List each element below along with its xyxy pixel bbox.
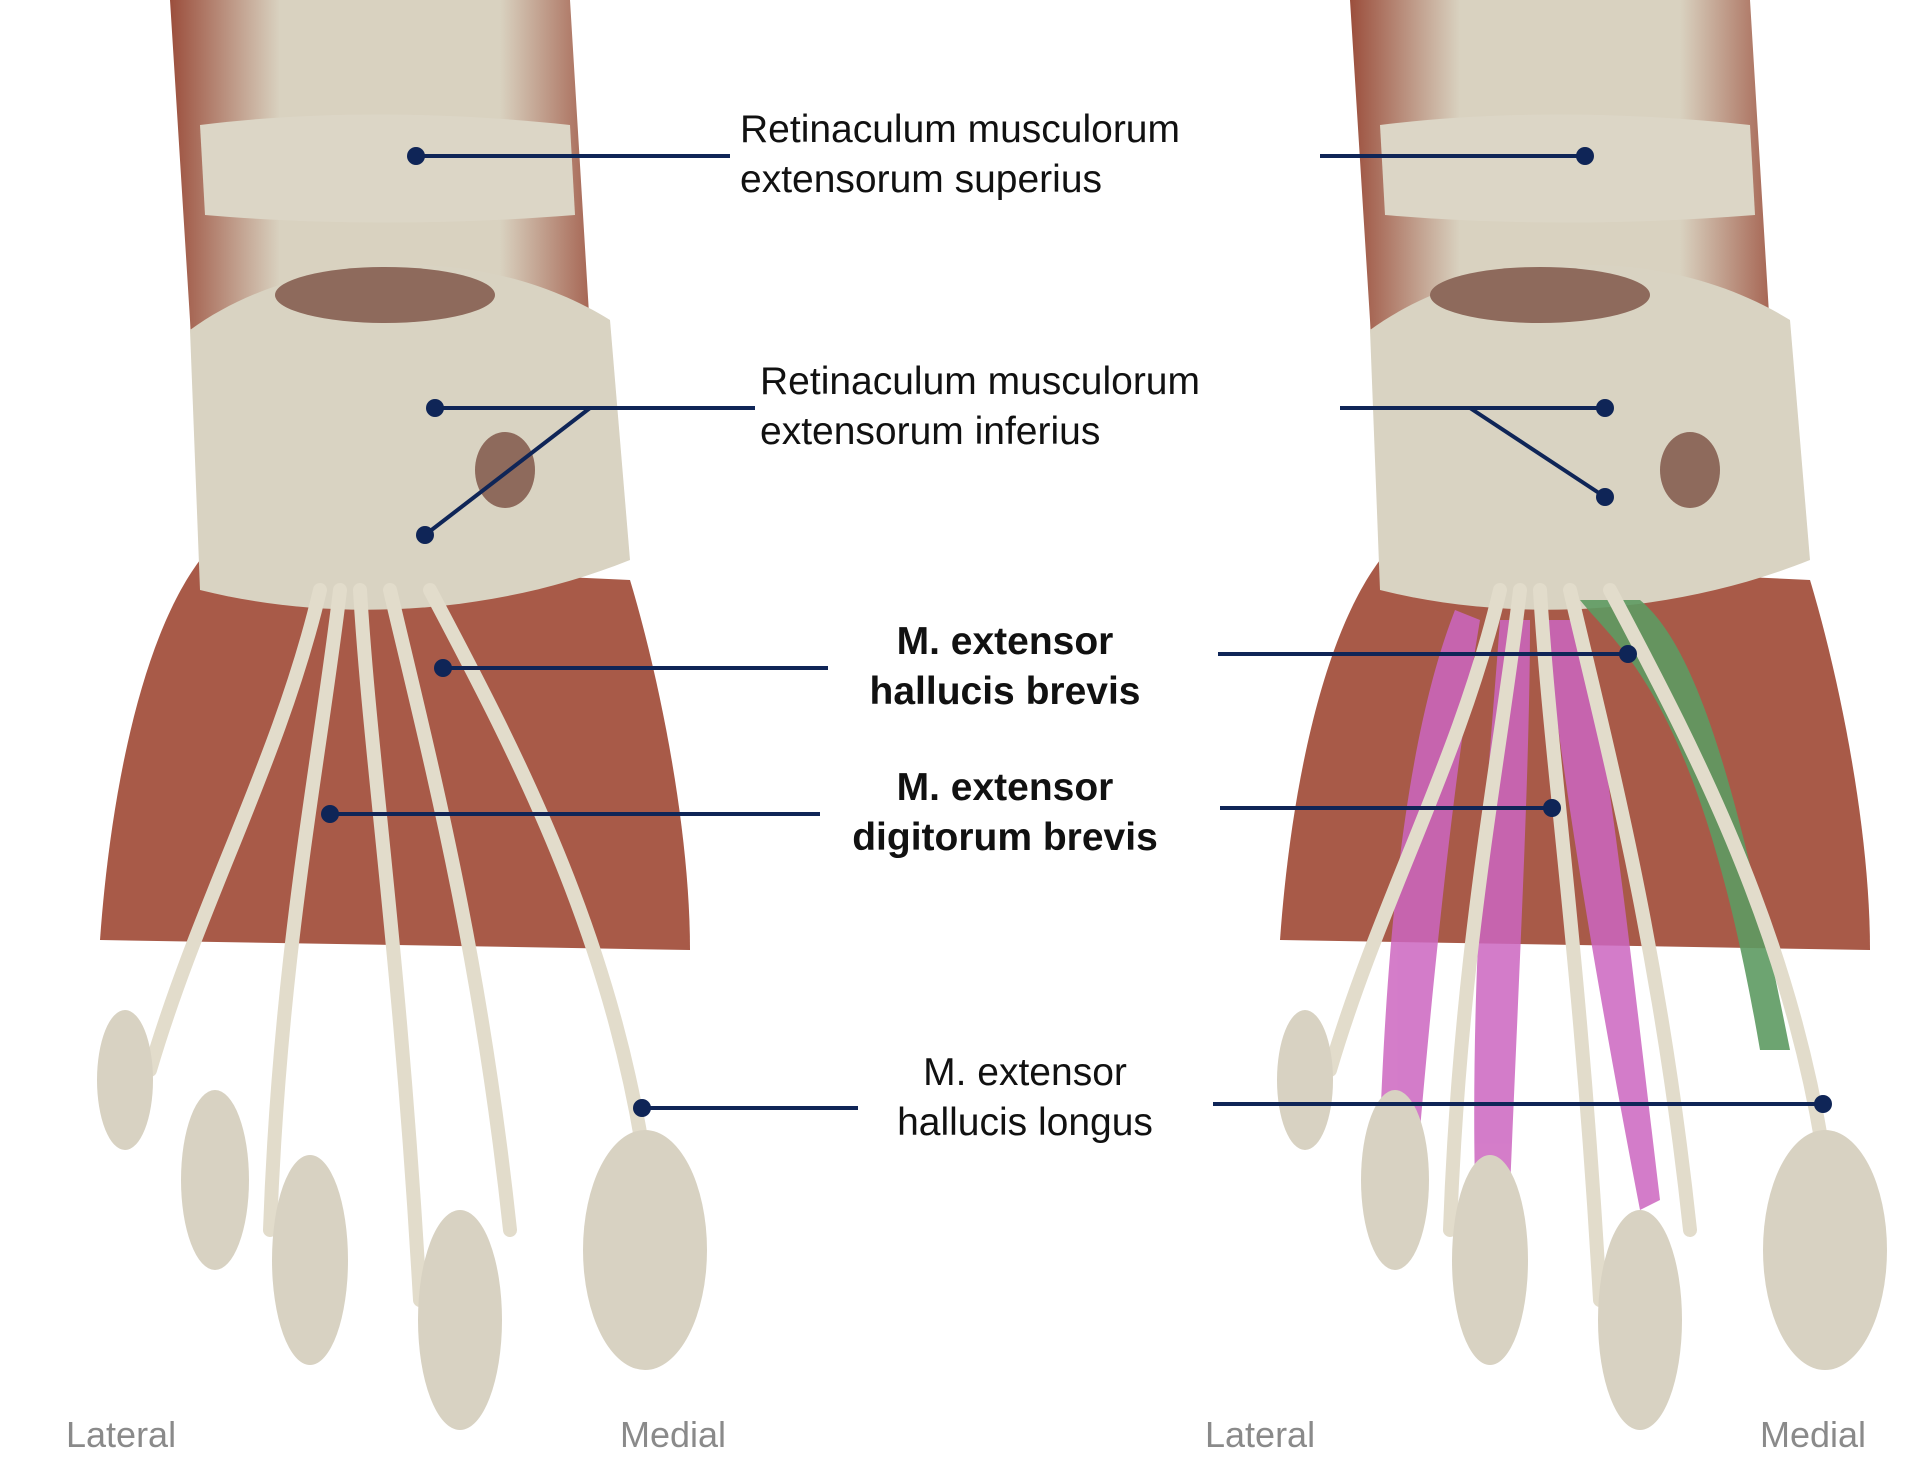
leader-hallucis-longus-right-dot <box>1814 1095 1832 1113</box>
left-foot <box>97 0 707 1430</box>
right-window-lower <box>1660 432 1720 508</box>
leader-retinaculum-superius-right-dot <box>1576 147 1594 165</box>
right-retinaculum-inferius <box>1370 264 1810 610</box>
left-retinaculum-inferius <box>190 264 630 610</box>
left-dorsum <box>100 560 690 950</box>
leader-retinaculum-inferius-left-dot <box>426 399 444 417</box>
leader-hallucis-longus-left-dot <box>633 1099 651 1117</box>
right-retinaculum-superius <box>1380 114 1755 223</box>
left-window-lower <box>475 432 535 508</box>
label-ext-hallucis-brevis-line1: M. extensor <box>896 620 1114 663</box>
left-retinaculum-superius <box>200 114 575 223</box>
label-ext-hallucis-longus-line1: M. extensor <box>923 1051 1127 1094</box>
left-toes <box>97 1010 707 1430</box>
leader-retinaculum-inferius-right-b-dot <box>1596 488 1614 506</box>
hallucis-brevis-highlight <box>1580 600 1790 1050</box>
leader-dots <box>321 147 1832 1117</box>
right-foot <box>1277 0 1887 1430</box>
left-medial-label: Medial <box>620 1414 727 1455</box>
right-lateral-label: Lateral <box>1205 1414 1316 1455</box>
left-lateral-label: Lateral <box>66 1414 177 1455</box>
label-ext-digitorum-brevis-line2: digitorum brevis <box>852 816 1158 859</box>
right-medial-label: Medial <box>1760 1414 1867 1455</box>
label-ext-hallucis-longus-line2: hallucis longus <box>897 1101 1153 1144</box>
right-window-upper <box>1430 267 1650 323</box>
label-retinaculum-inferius-line1: Retinaculum musculorum <box>760 360 1200 403</box>
label-retinaculum-inferius: Retinaculum musculorum extensorum inferi… <box>760 357 1200 457</box>
label-ext-hallucis-longus: M. extensor hallucis longus <box>860 1048 1190 1148</box>
leader-digitorum-brevis-right-dot <box>1543 799 1561 817</box>
leader-retinaculum-inferius-right-b <box>1468 406 1607 499</box>
leader-digitorum-brevis-left-dot <box>321 805 339 823</box>
leader-retinaculum-inferius-right-dot <box>1596 399 1614 417</box>
left-tendons <box>143 583 657 1307</box>
leader-hallucis-brevis-right-dot <box>1619 645 1637 663</box>
label-retinaculum-superius-line1: Retinaculum musculorum <box>740 108 1180 151</box>
right-toes <box>1277 1010 1887 1430</box>
label-retinaculum-superius: Retinaculum musculorum extensorum superi… <box>740 105 1180 205</box>
label-retinaculum-inferius-line2: extensorum inferius <box>760 410 1101 453</box>
label-ext-hallucis-brevis: M. extensor hallucis brevis <box>840 617 1170 717</box>
leader-lines <box>330 154 1823 1110</box>
leader-retinaculum-inferius-left-b <box>423 406 592 537</box>
leader-retinaculum-superius-left-dot <box>407 147 425 165</box>
label-ext-hallucis-brevis-line2: hallucis brevis <box>869 670 1141 713</box>
left-window-upper <box>275 267 495 323</box>
leader-retinaculum-inferius-left-b-dot <box>416 526 434 544</box>
label-ext-digitorum-brevis: M. extensor digitorum brevis <box>840 763 1170 863</box>
leader-hallucis-brevis-left-dot <box>434 659 452 677</box>
label-ext-digitorum-brevis-line1: M. extensor <box>896 766 1114 809</box>
right-tendons <box>1323 583 1837 1307</box>
label-retinaculum-superius-line2: extensorum superius <box>740 158 1103 201</box>
